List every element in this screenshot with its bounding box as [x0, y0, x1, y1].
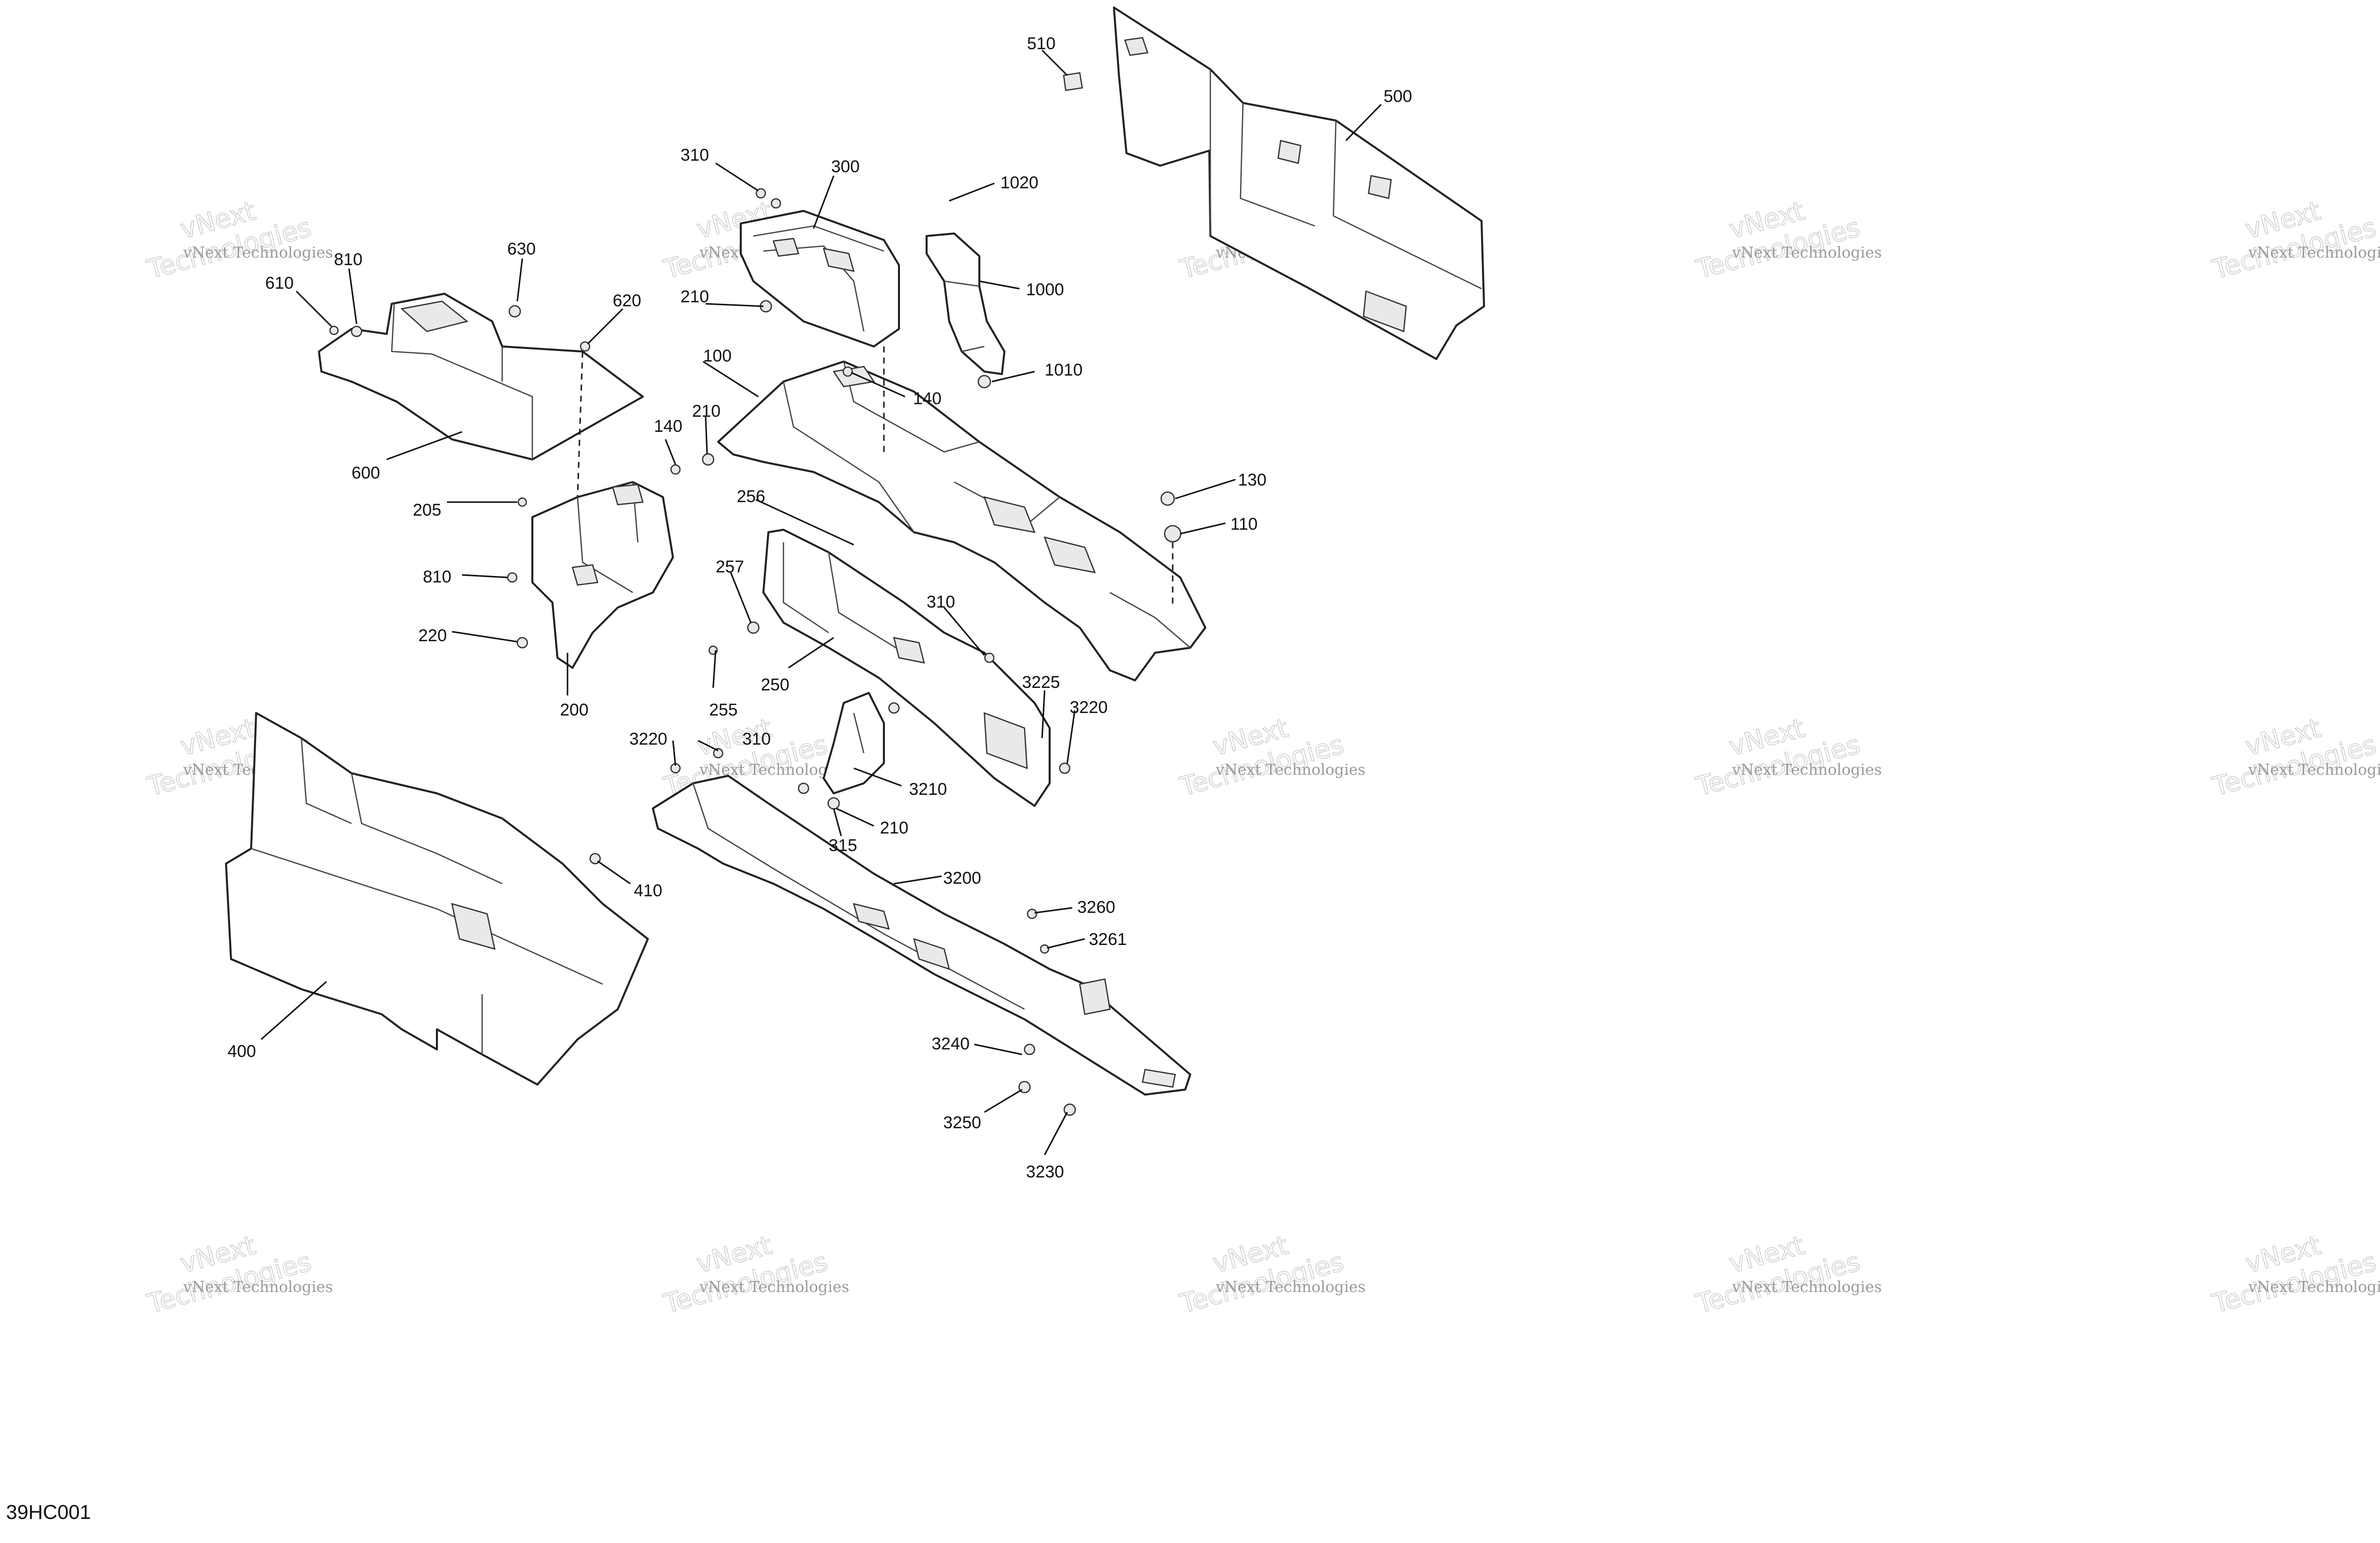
callout-3200: 3200 [943, 869, 981, 888]
callout-410: 410 [634, 881, 662, 900]
watermark-text: vNext Technologies [1215, 1278, 1366, 1296]
callout-3210: 3210 [909, 780, 947, 799]
diagram-code: 39HC001 [6, 1501, 91, 1523]
callout-3261: 3261 [1089, 930, 1127, 949]
callout-140: 140 [913, 389, 942, 408]
watermark-text: vNext Technologies [183, 244, 333, 262]
watermark-text: vNext Technologies [2248, 244, 2380, 262]
part-3200-lower-rail [652, 775, 1191, 1096]
watermark-text: vNext Technologies [183, 1278, 333, 1296]
callout-310: 310 [927, 592, 955, 612]
callout-100: 100 [703, 346, 732, 366]
callout-1010: 1010 [1045, 361, 1083, 380]
callout-130: 130 [1238, 470, 1267, 490]
callout-205: 205 [413, 501, 441, 520]
callout-255: 255 [709, 700, 738, 720]
alignment-lines [577, 346, 1174, 608]
callout-220: 220 [418, 626, 447, 645]
callout-3225: 3225 [1022, 673, 1060, 692]
part-100-center-console [717, 361, 1206, 681]
callout-labels: 510 500 310 300 1020 1000 1010 630 810 6… [228, 34, 1412, 1181]
callout-310: 310 [742, 730, 771, 749]
callout-400: 400 [228, 1042, 256, 1061]
callout-300: 300 [831, 157, 860, 176]
callout-1000: 1000 [1026, 280, 1064, 299]
callout-630: 630 [507, 240, 536, 259]
watermark-text: vNext Technologies [1215, 761, 1366, 779]
callout-310: 310 [681, 146, 709, 165]
part-510-clip [1063, 72, 1083, 91]
callout-810: 810 [423, 567, 451, 586]
callout-3250: 3250 [943, 1113, 981, 1132]
part-400-side-panel [225, 712, 649, 1086]
callout-510: 510 [1027, 34, 1056, 53]
callout-620: 620 [613, 291, 641, 310]
watermark-text: vNext Technologies [2248, 1278, 2380, 1296]
callout-1020: 1020 [1000, 173, 1039, 192]
callout-600: 600 [352, 463, 380, 483]
callout-257: 257 [716, 557, 744, 576]
fasteners [329, 188, 1182, 1116]
part-3210-mount-plate [823, 692, 885, 794]
watermark-text: vNext Technologies [1732, 761, 1882, 779]
part-600-front-tray [318, 293, 644, 460]
callout-810: 810 [334, 250, 363, 269]
part-300-console-tray [740, 210, 900, 347]
callout-3220: 3220 [629, 730, 667, 749]
callout-200: 200 [560, 700, 589, 720]
callout-250: 250 [761, 675, 789, 694]
callout-256: 256 [737, 487, 765, 506]
callout-210: 210 [692, 402, 721, 421]
leader-lines [261, 49, 1382, 1155]
watermark-text: vNext Technologies [1732, 244, 1882, 262]
callout-210: 210 [880, 818, 909, 838]
callout-210: 210 [681, 287, 709, 306]
callout-610: 610 [265, 274, 294, 293]
part-500-rear-panel [1113, 7, 1485, 360]
callout-3260: 3260 [1077, 898, 1115, 917]
part-1000-trim-strip [926, 232, 1005, 375]
watermark-text: vNext Technologies [699, 1278, 849, 1296]
watermark-text: vNext Technologies [1732, 1278, 1882, 1296]
callout-315: 315 [829, 836, 857, 855]
callout-3230: 3230 [1026, 1162, 1064, 1181]
callout-500: 500 [1384, 87, 1412, 106]
part-200-bracket [531, 481, 674, 669]
callout-110: 110 [1230, 515, 1258, 534]
part-250-frame [762, 529, 1051, 807]
callout-140: 140 [654, 417, 683, 436]
watermark-text: vNext Technologies [2248, 761, 2380, 779]
callout-3240: 3240 [932, 1034, 970, 1053]
callout-3220: 3220 [1070, 698, 1108, 717]
